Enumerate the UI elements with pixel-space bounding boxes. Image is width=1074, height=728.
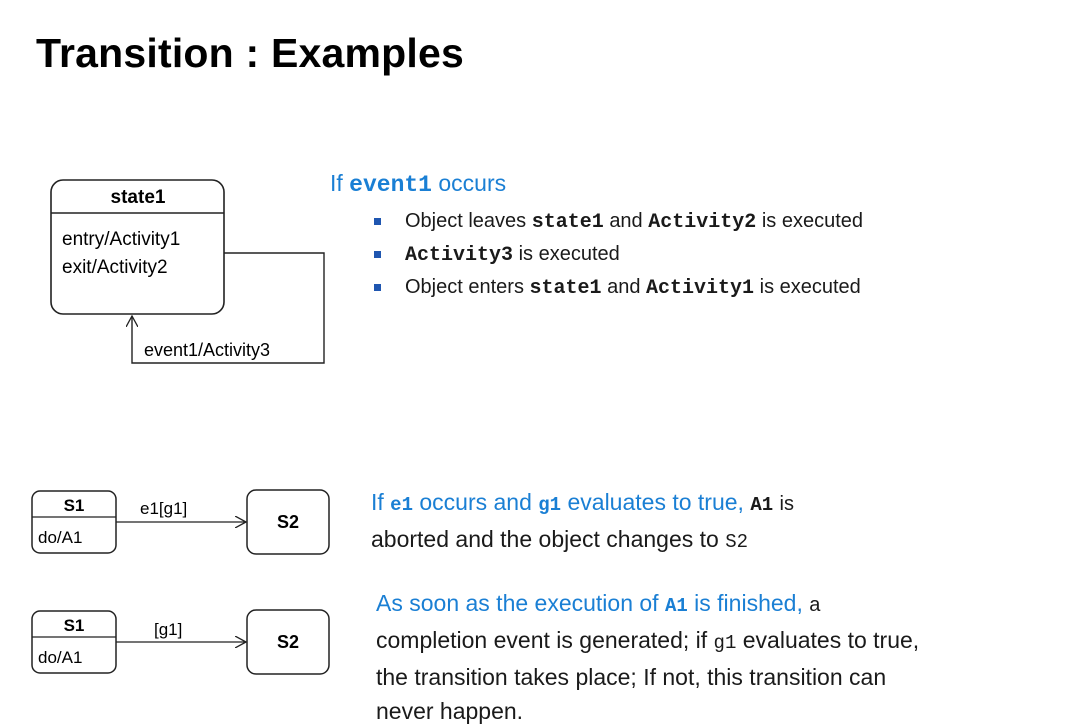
state1-entry-action: entry/Activity1 bbox=[62, 229, 180, 250]
bullet-code: Activity3 bbox=[405, 244, 514, 267]
desc-text: completion event is generated; if bbox=[376, 627, 708, 653]
bullet-item: Object enters state1 and Activity1 is ex… bbox=[370, 271, 863, 304]
ex2-transition-label: e1[g1] bbox=[140, 499, 187, 518]
desc-text: is bbox=[779, 493, 794, 515]
ex3-transition-label: [g1] bbox=[154, 620, 182, 639]
example1-bullets: Object leaves state1 and Activity2 is ex… bbox=[370, 205, 863, 304]
ex2-s1-name: S1 bbox=[64, 496, 85, 515]
bullet-text: is executed bbox=[759, 276, 861, 298]
desc-code: e1 bbox=[390, 494, 413, 516]
bullet-text: and bbox=[609, 210, 643, 232]
bullet-code: Activity2 bbox=[648, 211, 757, 234]
desc-code: A1 bbox=[664, 595, 688, 617]
self-transition: event1/Activity3 bbox=[132, 252, 325, 364]
bullet-text: Object enters bbox=[405, 276, 524, 298]
bullet-item: Activity3 is executed bbox=[370, 238, 863, 271]
bullet-text: and bbox=[607, 276, 641, 298]
desc-text: occurs and bbox=[419, 489, 532, 515]
bullet-code: Activity1 bbox=[646, 277, 755, 300]
desc-text: aborted and the object changes to bbox=[371, 526, 719, 552]
desc-text: the transition takes place; If not, this… bbox=[376, 664, 887, 690]
desc-text: evaluates to true, bbox=[567, 489, 744, 515]
desc-code: A1 bbox=[750, 494, 774, 516]
desc-code: g1 bbox=[538, 494, 562, 516]
heading-event: event1 bbox=[349, 172, 432, 198]
desc-text: evaluates to true, bbox=[742, 627, 920, 653]
bullet-item: Object leaves state1 and Activity2 is ex… bbox=[370, 205, 863, 238]
heading-if: If bbox=[330, 170, 343, 196]
example2-description: If e1 occurs and g1 evaluates to true, A… bbox=[371, 485, 1011, 559]
desc-code: S2 bbox=[725, 531, 749, 553]
ex3-s2-box: S2 bbox=[246, 609, 330, 675]
ex2-transition: e1[g1] bbox=[116, 499, 246, 522]
heading-occurs: occurs bbox=[438, 170, 507, 196]
ex3-s1-name: S1 bbox=[64, 616, 85, 635]
desc-text: a bbox=[809, 594, 821, 616]
ex3-s1-box: S1 do/A1 bbox=[31, 610, 117, 674]
bullet-code: state1 bbox=[531, 211, 604, 234]
page-title: Transition : Examples bbox=[36, 30, 464, 76]
state1-exit-action: exit/Activity2 bbox=[62, 257, 168, 278]
ex2-s2-box: S2 bbox=[246, 489, 330, 555]
desc-text: never happen. bbox=[376, 698, 524, 724]
desc-text: is finished, bbox=[694, 590, 803, 616]
ex2-s1-box: S1 do/A1 bbox=[31, 490, 117, 554]
ex2-s1-activity: do/A1 bbox=[38, 528, 82, 547]
ex3-s1-activity: do/A1 bbox=[38, 648, 82, 667]
desc-text: If bbox=[371, 489, 384, 515]
state1-name: state1 bbox=[111, 187, 166, 208]
bullet-square-icon bbox=[374, 251, 381, 258]
state1-box: state1 entry/Activity1 exit/Activity2 bbox=[50, 179, 225, 315]
desc-text: As soon as the execution of bbox=[376, 590, 659, 616]
ex3-s2-name: S2 bbox=[277, 632, 299, 652]
bullet-square-icon bbox=[374, 284, 381, 291]
bullet-code: state1 bbox=[529, 277, 602, 300]
example3-description: As soon as the execution of A1 is finish… bbox=[376, 586, 1056, 728]
ex3-transition: [g1] bbox=[116, 620, 246, 642]
bullet-text: is executed bbox=[518, 243, 620, 265]
bullet-text: Object leaves bbox=[405, 210, 527, 232]
desc-code: g1 bbox=[713, 632, 737, 654]
example1-heading: If event1 occurs bbox=[330, 170, 506, 198]
bullet-square-icon bbox=[374, 218, 381, 225]
ex2-s2-name: S2 bbox=[277, 512, 299, 532]
self-transition-label: event1/Activity3 bbox=[144, 340, 270, 360]
bullet-text: is executed bbox=[761, 210, 864, 232]
